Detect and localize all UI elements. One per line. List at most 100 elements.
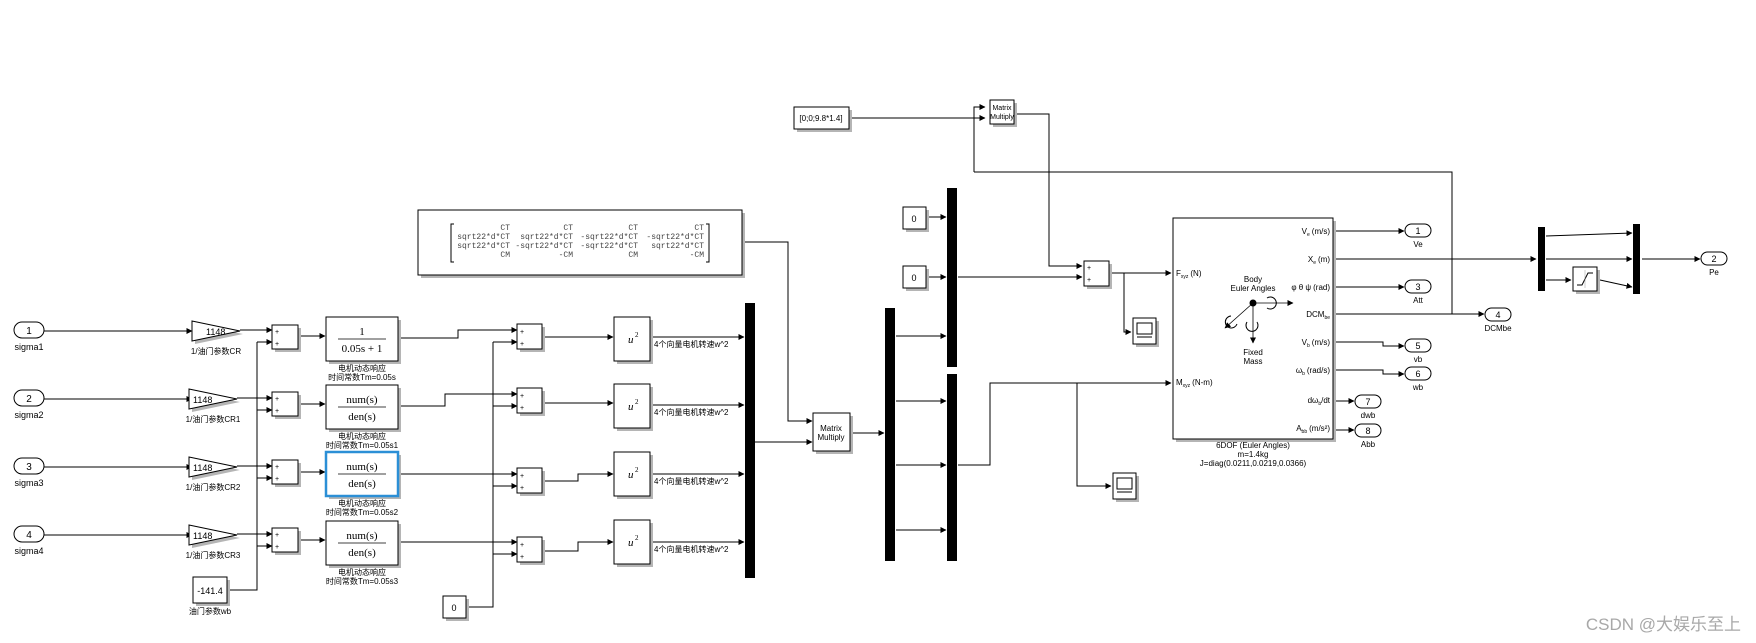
sum-block-4[interactable]: ++ — [271, 527, 301, 555]
svg-text:+: + — [275, 408, 279, 415]
throttle-constant-block[interactable]: -141.4 油门参数wb — [189, 576, 232, 616]
scope-moment[interactable] — [1112, 472, 1139, 502]
svg-text:+: + — [520, 405, 524, 412]
sum-block-1[interactable]: ++ — [271, 324, 301, 352]
tf-label-line1: 电机动态响应 — [338, 431, 386, 441]
output-label-ve: Ve(m/s) — [1302, 227, 1331, 238]
inport-4[interactable]: 4 sigma4 — [13, 525, 45, 556]
sixdof-label-2: m=1.4kg — [1238, 450, 1269, 459]
outport-3[interactable]: 3 Att — [1404, 279, 1432, 305]
matrix-row-4: CM -CM CM -CM — [500, 251, 704, 260]
zero-constant-block[interactable]: 0 — [442, 595, 469, 621]
square-block-4[interactable]: u 2 — [613, 519, 653, 567]
matrix-constant-block[interactable]: CT CT CT CT sqrt22*d*CT sqrt22*d*CT -sqr… — [417, 209, 745, 278]
outport-1[interactable]: 1 Ve — [1404, 223, 1432, 249]
square-exp: 2 — [635, 398, 639, 406]
outport-name: wb — [1412, 383, 1424, 392]
gravity-constant-block[interactable]: [0;0;9.8*1.4] — [793, 106, 852, 132]
gain-label: 1/油门参数CR1 — [186, 414, 241, 424]
svg-text:-sqrt22*d*CT: -sqrt22*d*CT — [646, 233, 704, 242]
demux-bar[interactable] — [885, 308, 895, 561]
sum-block-3[interactable]: ++ — [271, 459, 301, 487]
svg-text:+: + — [1087, 277, 1091, 284]
gain-block-cr2[interactable]: 1148 1/油门参数CR2 — [186, 456, 241, 492]
sum-block-5[interactable]: ++ — [516, 323, 545, 352]
tf-numerator: num(s) — [346, 461, 378, 473]
motor-transfer-fcn-4[interactable]: num(s) den(s) 电机动态响应 时间常数Tm=0.05s3 — [325, 520, 401, 586]
outport-5[interactable]: 5 vb — [1404, 338, 1432, 364]
svg-text:+: + — [275, 464, 279, 471]
constant-value: 0 — [911, 214, 916, 224]
svg-text:sqrt22*d*CT: sqrt22*d*CT — [520, 233, 573, 242]
inport-name: sigma3 — [14, 478, 43, 488]
gain-block-cr3[interactable]: 1148 1/油门参数CR3 — [186, 524, 241, 560]
gain-block-cr1[interactable]: 1148 1/油门参数CR1 — [186, 388, 241, 424]
matrix-multiply-block[interactable]: Matrix Multiply — [812, 412, 853, 454]
outport-8[interactable]: 8 Abb — [1354, 423, 1382, 449]
motor-transfer-fcn-1[interactable]: 1 0.05s + 1 电机动态响应 时间常数Tm=0.05s — [325, 316, 401, 382]
square-block-1[interactable]: u 2 — [613, 316, 653, 364]
inport-name: sigma1 — [14, 342, 43, 352]
motor-transfer-fcn-3-selected[interactable]: num(s) den(s) 电机动态响应 时间常数Tm=0.05s2 — [324, 450, 401, 517]
scope-force[interactable] — [1132, 317, 1159, 347]
tf-label-line2: 时间常数Tm=0.05s2 — [326, 507, 399, 517]
mm-label-2: Multiply — [990, 114, 1014, 121]
signal-label: 4个向量电机转速w^2 — [654, 407, 729, 417]
square-block-3[interactable]: u 2 — [613, 451, 653, 499]
signal-label: 4个向量电机转速w^2 — [654, 476, 729, 486]
gain-label: 1/油门参数CR — [191, 346, 241, 356]
inport-3[interactable]: 3 sigma3 — [13, 457, 45, 488]
tf-denominator: den(s) — [348, 478, 376, 490]
outport-7[interactable]: 7 dwb — [1354, 394, 1382, 420]
tf-numerator: num(s) — [346, 530, 378, 542]
constant-value: 0 — [911, 273, 916, 283]
outport-4[interactable]: 4 DCMbe — [1484, 307, 1512, 333]
output-label-xe: Xe(m) — [1308, 255, 1330, 266]
constant-label: 油门参数wb — [189, 606, 232, 616]
signal-label: 4个向量电机转速w^2 — [654, 339, 729, 349]
svg-text:+: + — [1087, 265, 1091, 272]
tf-denominator: den(s) — [348, 547, 376, 559]
zero-constant-upper-1[interactable]: 0 — [902, 206, 929, 232]
svg-text:+: + — [520, 393, 524, 400]
mux-bar-position[interactable] — [1633, 224, 1640, 294]
inport-1[interactable]: 1 sigma1 — [13, 321, 45, 352]
tf-label-line1: 电机动态响应 — [338, 498, 386, 508]
inport-2[interactable]: 2 sigma2 — [13, 389, 45, 420]
tf-numerator: num(s) — [346, 394, 378, 406]
mass-label-2: Mass — [1243, 357, 1262, 366]
gain-block-cr[interactable]: 1148 1/油门参数CR — [191, 320, 243, 356]
outport-6[interactable]: 6 wb — [1404, 366, 1432, 392]
motor-transfer-fcn-2[interactable]: num(s) den(s) 电机动态响应 时间常数Tm=0.05s1 — [325, 384, 401, 450]
svg-text:-CM: -CM — [690, 251, 705, 260]
sum-block-7[interactable]: ++ — [516, 467, 545, 496]
sum-block-6[interactable]: ++ — [516, 387, 545, 416]
demux-bar-position[interactable] — [1538, 227, 1545, 291]
svg-text:+: + — [275, 329, 279, 336]
mux-bar-moment[interactable] — [947, 374, 957, 561]
inport-number: 1 — [26, 326, 32, 337]
force-sum-block[interactable]: ++ — [1083, 260, 1112, 289]
svg-text:+: + — [520, 485, 524, 492]
tf-label-line1: 电机动态响应 — [338, 567, 386, 577]
svg-text:CT: CT — [563, 224, 573, 233]
svg-text:CM: CM — [628, 251, 638, 260]
constant-value: [0;0;9.8*1.4] — [799, 114, 842, 123]
sum-block-2[interactable]: ++ — [271, 391, 301, 419]
zero-constant-upper-2[interactable]: 0 — [902, 265, 929, 291]
gain-label: 1/油门参数CR2 — [186, 482, 241, 492]
output-label-vb: Vb(m/s) — [1302, 338, 1331, 349]
svg-text:-CM: -CM — [559, 251, 574, 260]
matrix-multiply-top-block[interactable]: Matrix Multiply — [989, 99, 1017, 127]
sixdof-euler-block[interactable]: Fxyz(N) Mxyz(N-m) Ve(m/s) Xe(m) φ θ ψ(ra… — [1172, 217, 1336, 468]
outport-2[interactable]: 2 Pe — [1700, 251, 1728, 277]
sixdof-label-3: J=diag(0.0211,0.0219,0.0366) — [1200, 459, 1307, 468]
saturation-block[interactable] — [1572, 266, 1600, 294]
gain-label: 1/油门参数CR3 — [186, 550, 241, 560]
gain-value: 1148 — [193, 395, 212, 405]
sum-block-8[interactable]: ++ — [516, 536, 545, 565]
square-block-2[interactable]: u 2 — [613, 383, 653, 431]
mux-bar-motor-speeds[interactable] — [745, 303, 755, 578]
mux-bar-force[interactable] — [947, 188, 957, 367]
